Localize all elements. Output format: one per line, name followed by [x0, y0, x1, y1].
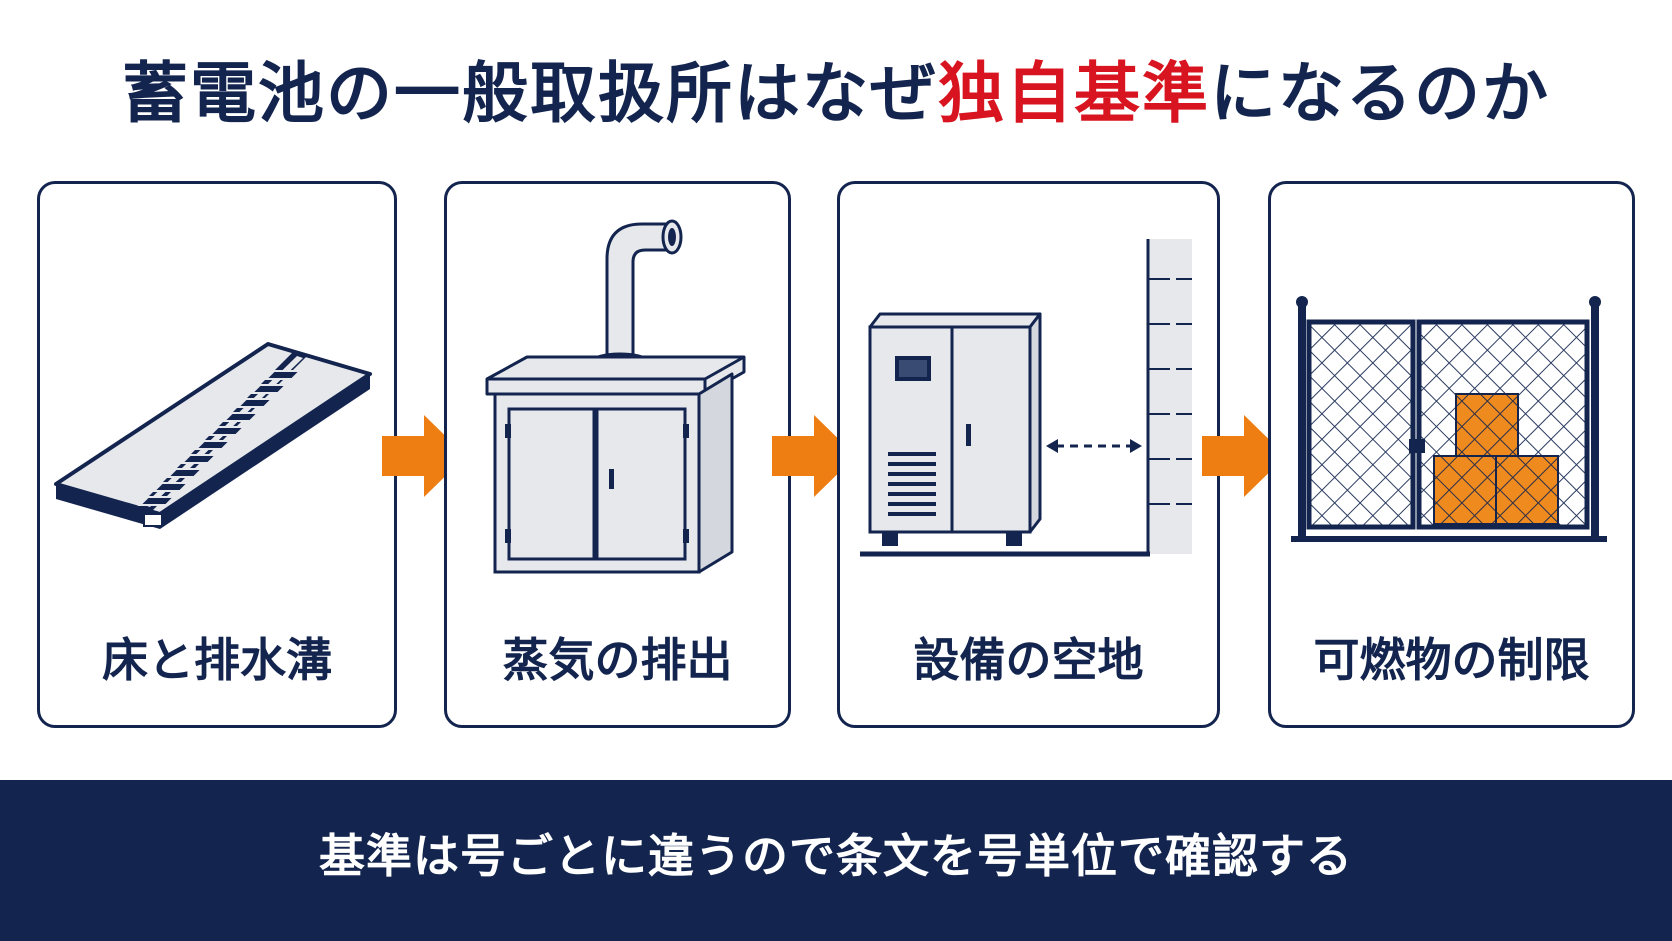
title-part-2: になるのか [1210, 55, 1550, 132]
card-label-steam-exhaust: 蒸気の排出 [502, 633, 733, 687]
card-label-combustible-restriction: 可燃物の制限 [1313, 633, 1590, 687]
arrow-right-icon [772, 415, 856, 497]
title-part-1: 蓄電池の一般取扱所はなぜ [122, 55, 938, 132]
card-equipment-clearance: 設備の空地 [837, 181, 1220, 728]
equipment-clearance-icon [860, 239, 1192, 557]
combustible-restriction-icon [1291, 296, 1607, 542]
footer-text: 基準は号ごとに違うので条文を号単位で確認する [319, 829, 1353, 883]
steam-exhaust-icon [485, 219, 746, 574]
page-title: 蓄電池の一般取扱所はなぜ独自基準になるのか [0, 40, 1672, 136]
card-floor-drain: 床と排水溝 [37, 181, 397, 728]
title-accent: 独自基準 [938, 55, 1210, 132]
card-combustible-restriction: 可燃物の制限 [1268, 181, 1635, 728]
arrow-right-icon [1202, 415, 1286, 497]
floor-drain-icon [54, 342, 372, 529]
card-label-floor-drain: 床と排水溝 [102, 633, 332, 687]
card-steam-exhaust: 蒸気の排出 [444, 181, 791, 728]
footer-banner: 基準は号ごとに違うので条文を号単位で確認する [0, 780, 1672, 941]
card-label-equipment-clearance: 設備の空地 [913, 633, 1144, 687]
